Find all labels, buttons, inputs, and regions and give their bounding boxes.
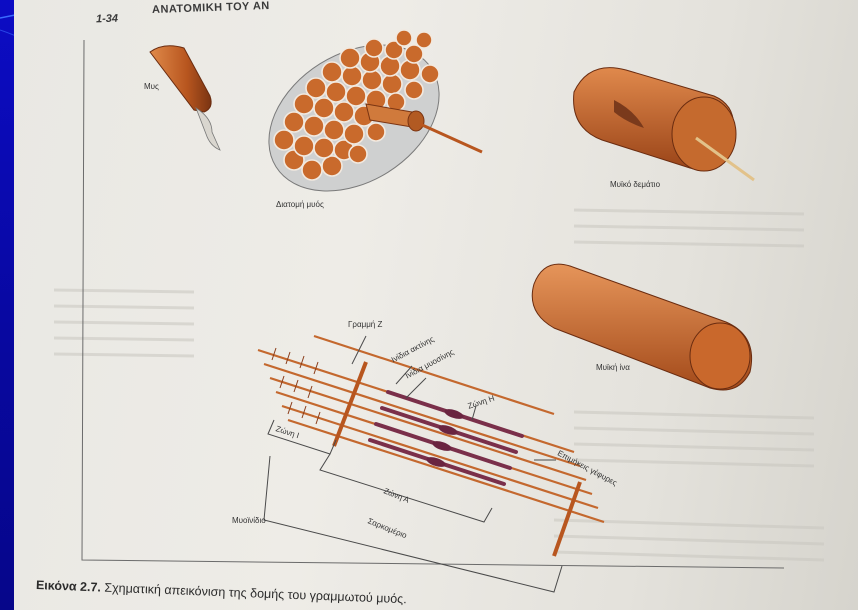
label-z-line: Γραμμή Ζ (348, 320, 382, 329)
label-myofibril: Μυοϊνίδιο (232, 516, 266, 525)
textbook-page: 1-34 ΑΝΑΤΟΜΙΚΗ ΤΟΥ ΑΝ (14, 0, 858, 610)
caption-prefix: Εικόνα 2.7. (36, 578, 101, 594)
sarcomere-schematic (14, 0, 858, 610)
